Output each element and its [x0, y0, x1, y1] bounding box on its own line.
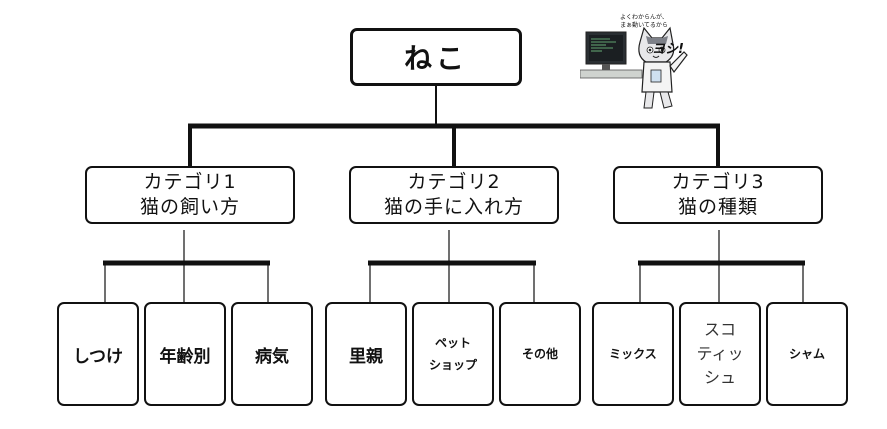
leaf-label: その他 [521, 347, 558, 361]
category-title: カテゴリ1 [143, 171, 237, 193]
speech-line: よくわからんが、 [620, 14, 668, 21]
leaf-label: シャム [788, 347, 825, 361]
speech-line: まぁ動いてるから [620, 22, 668, 29]
category-title: カテゴリ3 [671, 171, 765, 193]
leaf-label: ミックス [609, 347, 657, 361]
category-node-2: カテゴリ2 猫の手に入れ方 [349, 166, 559, 224]
leaf-node: シャム [766, 302, 848, 406]
leaf-node: 病気 [231, 302, 313, 406]
category-title: カテゴリ2 [407, 171, 501, 193]
leaf-label-line: シュ [703, 368, 736, 387]
leaf-label: 里親 [349, 346, 383, 367]
category-subtitle: 猫の飼い方 [139, 196, 240, 218]
leaf-label: 病気 [255, 346, 289, 367]
leaf-label-line: ペット [434, 336, 471, 350]
mascot-speech: よくわからんが、 まぁ動いてるから [614, 14, 674, 30]
cat-mascot-illustration [580, 26, 688, 109]
leaf-label-line: スコ [703, 320, 736, 339]
leaf-node: ミックス [592, 302, 674, 406]
leaf-label-line: ティッ [696, 344, 744, 363]
mascot-exclaim: ヨシ! [652, 42, 684, 57]
leaf-node: しつけ [57, 302, 139, 406]
category-node-1: カテゴリ1 猫の飼い方 [85, 166, 295, 224]
leaf-node: ペット ショップ [412, 302, 494, 406]
leaf-node: 里親 [325, 302, 407, 406]
leaf-label: 年齢別 [159, 346, 211, 367]
root-label: ねこ [403, 42, 468, 75]
category-subtitle: 猫の種類 [677, 196, 758, 218]
leaf-label-line: ショップ [428, 358, 477, 372]
leaf-node: 年齢別 [144, 302, 226, 406]
category-subtitle: 猫の手に入れ方 [383, 196, 524, 218]
leaf-node: スコ ティッ シュ [679, 302, 761, 406]
leaf-node: その他 [499, 302, 581, 406]
leaf-label: しつけ [73, 346, 123, 367]
root-node: ねこ [350, 28, 522, 86]
category-node-3: カテゴリ3 猫の種類 [613, 166, 823, 224]
